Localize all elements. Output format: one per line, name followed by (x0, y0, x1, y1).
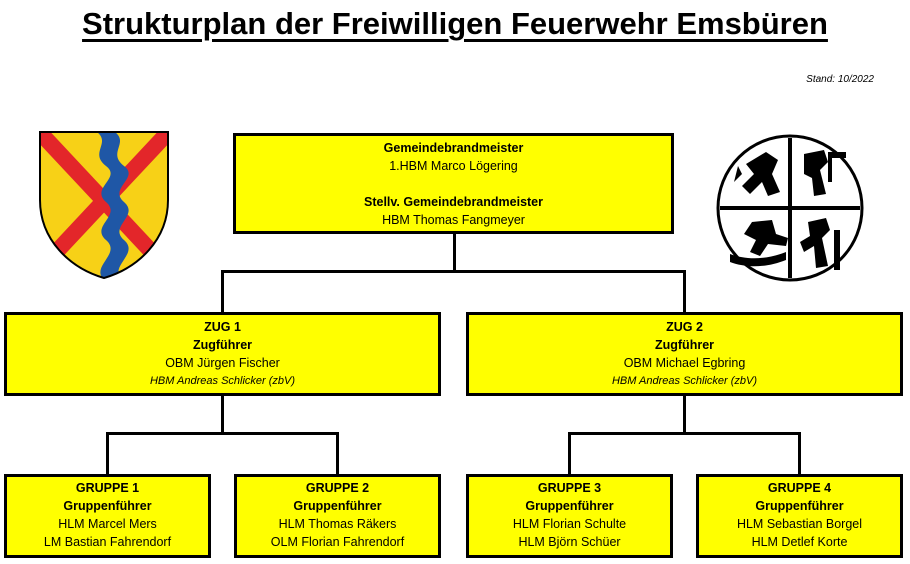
zug2-role: Zugführer (654, 338, 715, 352)
zug1-box: ZUG 1 Zugführer OBM Jürgen Fischer HBM A… (4, 312, 441, 396)
gruppe1-title: GRUPPE 1 (75, 481, 140, 495)
top-role-1: Gemeindebrandmeister (383, 141, 524, 155)
zug1-role: Zugführer (192, 338, 253, 352)
gruppe4-role: Gruppenführer (755, 499, 844, 513)
gruppe4-name1: HLM Sebastian Borgel (736, 517, 863, 531)
gruppe1-name2: LM Bastian Fahrendorf (43, 535, 172, 549)
gruppe1-role: Gruppenführer (63, 499, 152, 513)
gruppe2-box: GRUPPE 2 Gruppenführer HLM Thomas Räkers… (234, 474, 441, 558)
gemeindebrandmeister-box: Gemeindebrandmeister 1.HBM Marco Lögerin… (233, 133, 674, 234)
fire-brigade-emblem-icon (716, 134, 864, 282)
gruppe3-name2: HLM Björn Schüer (518, 535, 621, 549)
connector-zug1-horizontal (106, 432, 339, 435)
gruppe2-name1: HLM Thomas Räkers (278, 517, 397, 531)
zug1-name: OBM Jürgen Fischer (165, 356, 280, 370)
gruppe4-box: GRUPPE 4 Gruppenführer HLM Sebastian Bor… (696, 474, 903, 558)
connector-top-horizontal (221, 270, 686, 273)
gruppe3-role: Gruppenführer (525, 499, 614, 513)
zug2-extra: HBM Andreas Schlicker (zbV) (611, 375, 758, 387)
top-role-2: Stellv. Gemeindebrandmeister (364, 195, 543, 209)
gruppe3-name1: HLM Florian Schulte (512, 517, 627, 531)
stand-date: Stand: 10/2022 (806, 74, 874, 85)
top-name-2: HBM Thomas Fangmeyer (382, 213, 525, 227)
connector-g1-down (106, 432, 109, 476)
top-name-1: 1.HBM Marco Lögering (389, 159, 518, 173)
zug2-name: OBM Michael Egbring (623, 356, 746, 370)
connector-g3-down (568, 432, 571, 476)
connector-zug2-horizontal (568, 432, 801, 435)
coat-of-arms-icon (39, 131, 169, 280)
zug2-title: ZUG 2 (666, 320, 703, 334)
connector-zug1-vertical (221, 394, 224, 434)
connector-zug2-vertical (683, 394, 686, 434)
gruppe4-name2: HLM Detlef Korte (751, 535, 848, 549)
gruppe2-role: Gruppenführer (293, 499, 382, 513)
gruppe2-title: GRUPPE 2 (305, 481, 370, 495)
zug2-box: ZUG 2 Zugführer OBM Michael Egbring HBM … (466, 312, 903, 396)
connector-zug1-down (221, 270, 224, 314)
zug1-title: ZUG 1 (204, 320, 241, 334)
gruppe3-box: GRUPPE 3 Gruppenführer HLM Florian Schul… (466, 474, 673, 558)
page-title: Strukturplan der Freiwilligen Feuerwehr … (82, 6, 828, 41)
connector-zug2-down (683, 270, 686, 314)
gruppe1-box: GRUPPE 1 Gruppenführer HLM Marcel Mers L… (4, 474, 211, 558)
connector-g4-down (798, 432, 801, 476)
connector-top-vertical (453, 232, 456, 272)
gruppe3-title: GRUPPE 3 (537, 481, 602, 495)
connector-g2-down (336, 432, 339, 476)
gruppe1-name1: HLM Marcel Mers (58, 517, 157, 531)
gruppe2-name2: OLM Florian Fahrendorf (270, 535, 405, 549)
gruppe4-title: GRUPPE 4 (767, 481, 832, 495)
zug1-extra: HBM Andreas Schlicker (zbV) (149, 375, 296, 387)
